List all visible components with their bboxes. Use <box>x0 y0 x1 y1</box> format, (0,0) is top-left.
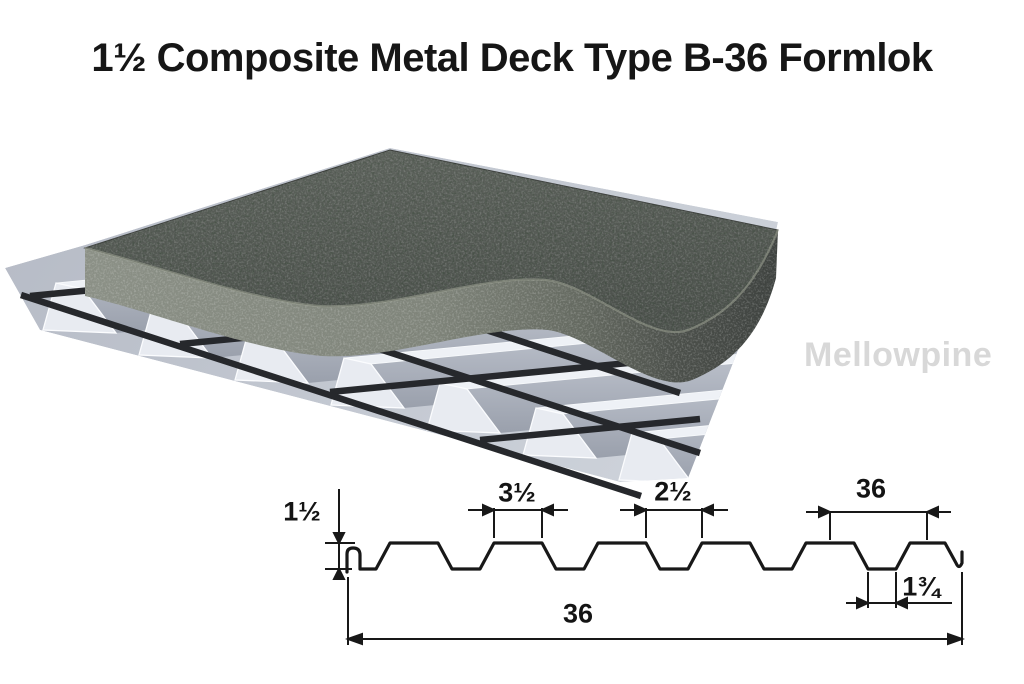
rebar-bar <box>479 415 701 444</box>
top-face-speckle-dark <box>85 150 778 333</box>
front-face-speckle <box>85 230 778 383</box>
dim-top-flange-label: 3½ <box>498 477 536 508</box>
dim-valley-label: 2½ <box>654 476 692 507</box>
dim-depth-label: 1½ <box>283 496 321 527</box>
dim-bottom-flange-label: 1¾ <box>902 571 940 602</box>
deck-rib-face <box>330 357 406 409</box>
figure-title: 1½ Composite Metal Deck Type B-36 Formlo… <box>91 36 933 80</box>
concrete-slab <box>83 149 779 383</box>
deck-rib-face <box>426 382 502 434</box>
profile-outline <box>345 541 964 574</box>
watermark-text: Mellowpine <box>804 336 993 374</box>
broken-edge-highlight <box>84 229 779 333</box>
dim-overall-width-label: 36 <box>562 598 594 629</box>
dim-rib-spacing-label: 36 <box>855 473 887 504</box>
profile-drawing <box>325 489 965 646</box>
dimension-lines <box>325 489 965 646</box>
rebar-bar <box>19 291 643 500</box>
